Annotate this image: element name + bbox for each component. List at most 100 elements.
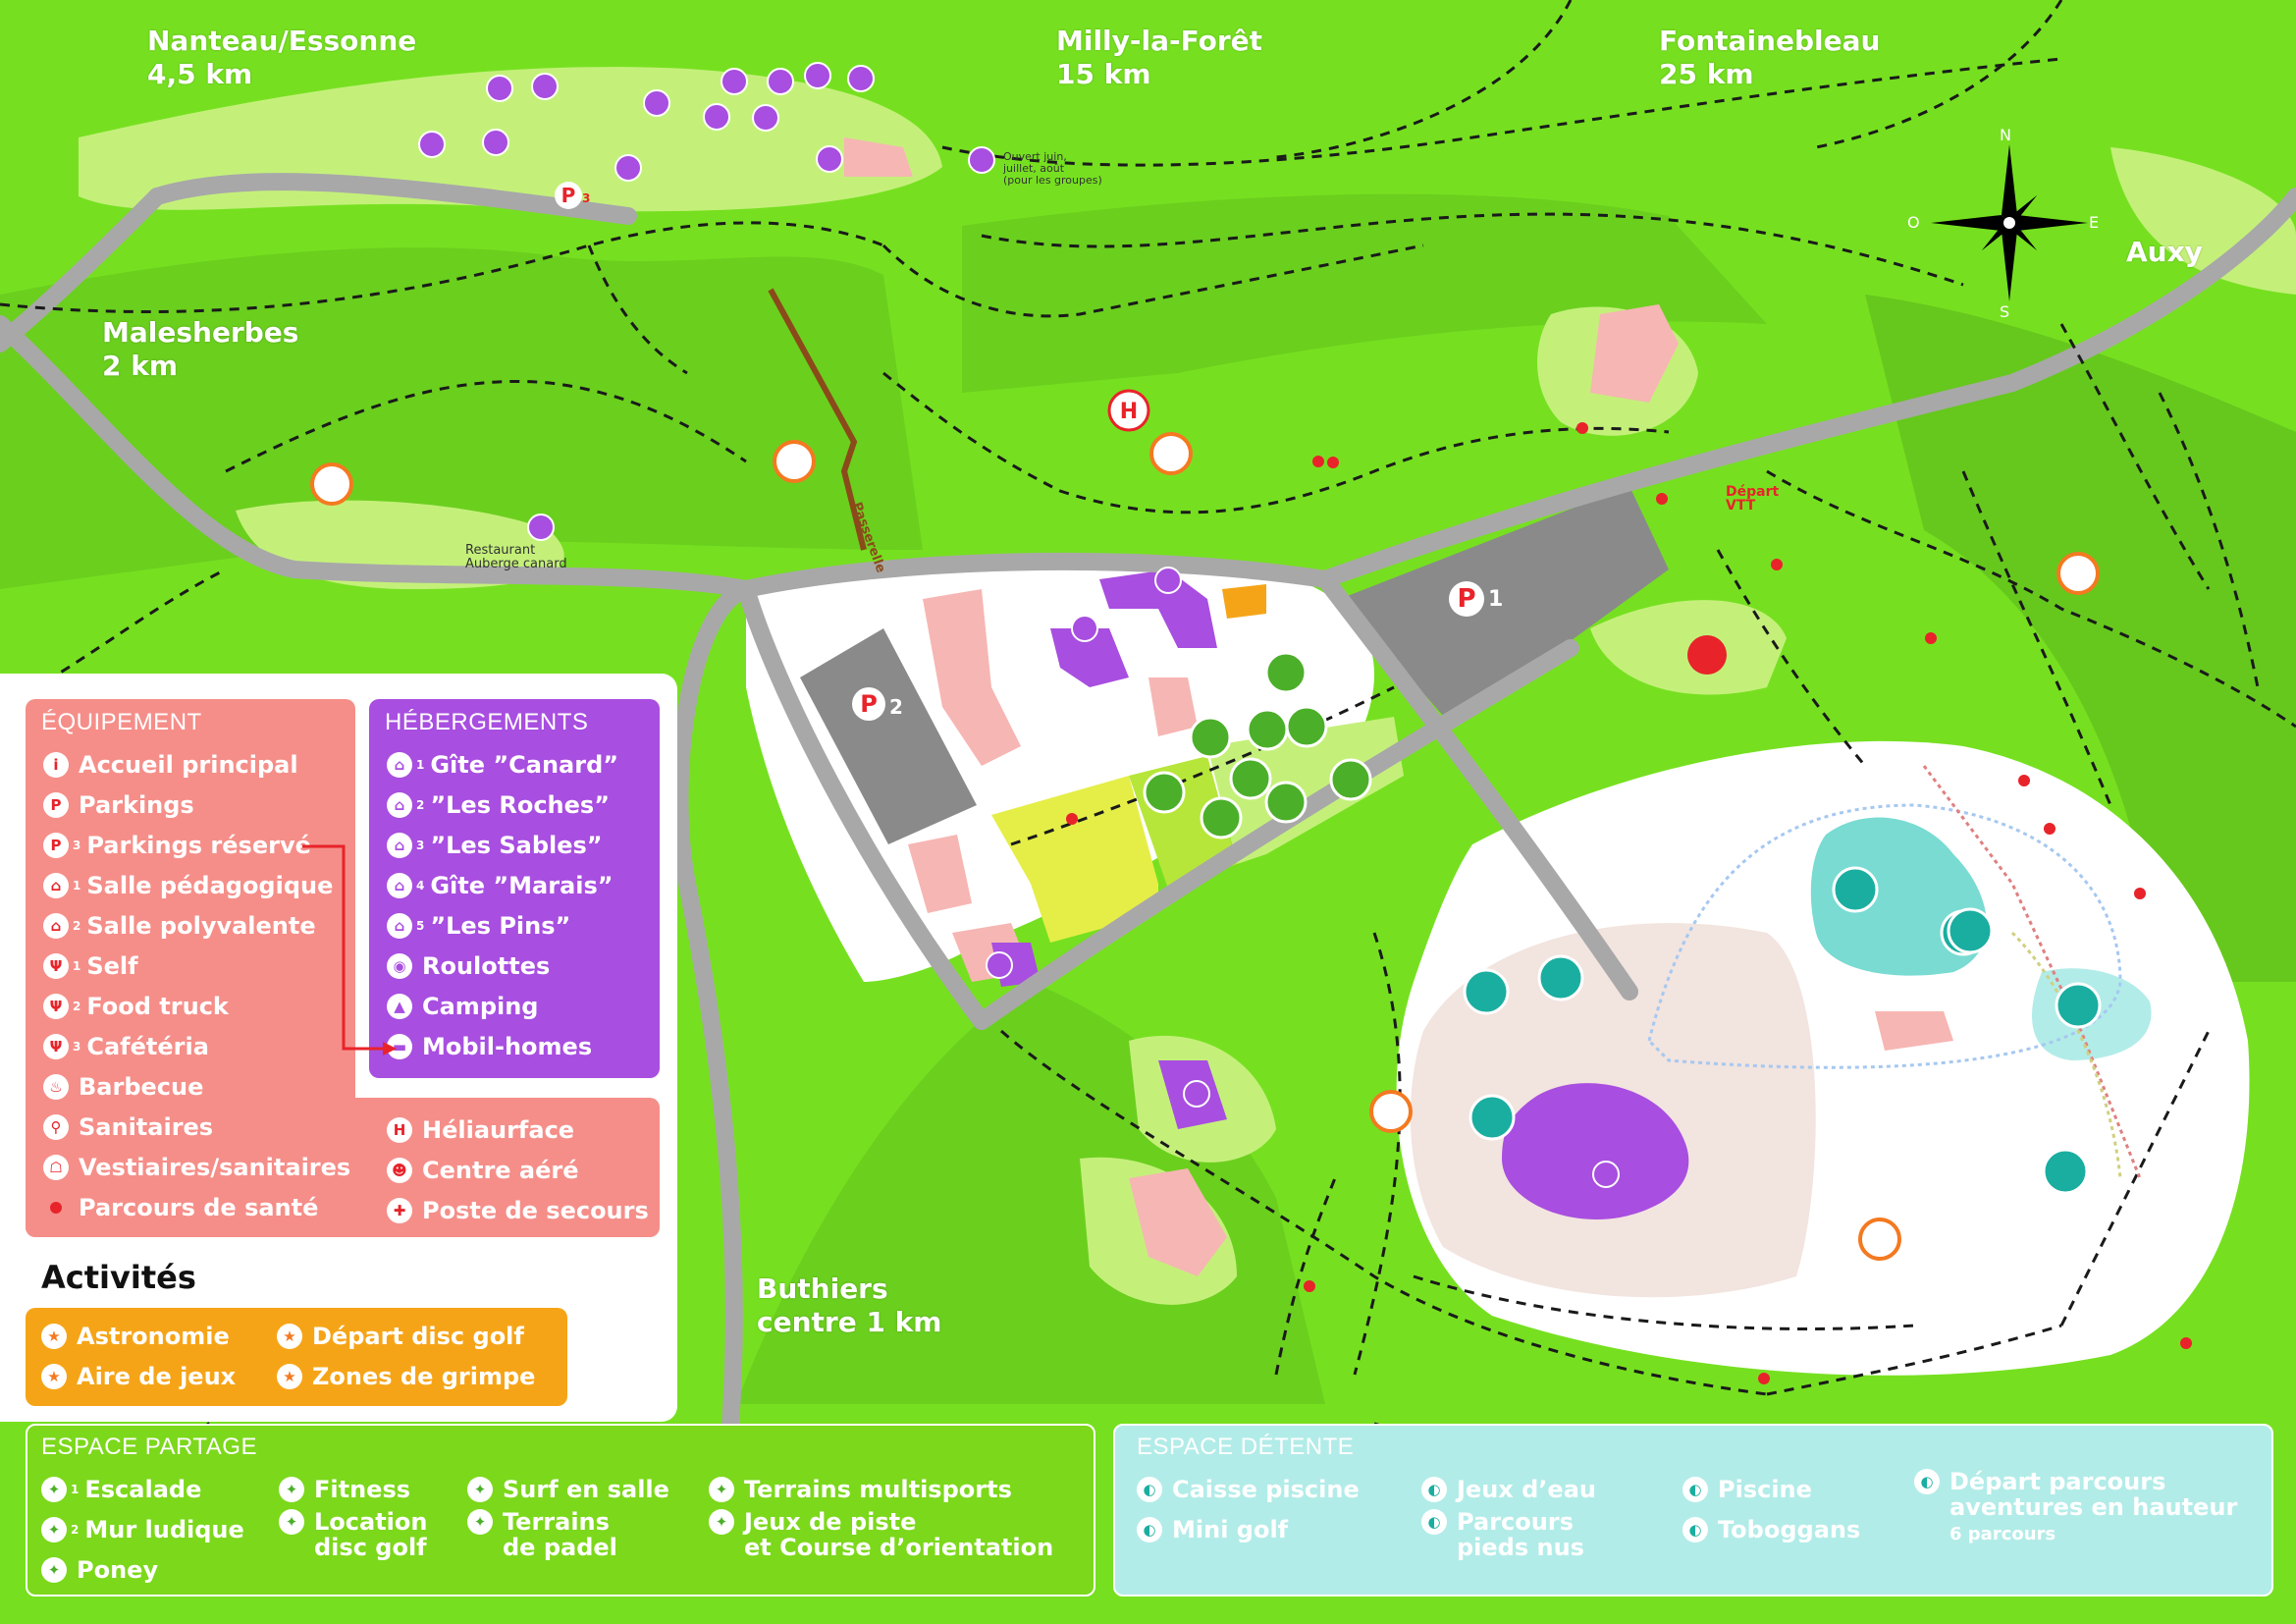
- legend-item: ⌂2”Les Roches”: [387, 785, 652, 825]
- legend-item: ⌂3”Les Sables”: [387, 825, 652, 865]
- legend-item-label: Mobil-homes: [422, 1032, 593, 1060]
- hall-icon: ⌂: [43, 912, 69, 939]
- legend-item-index: 2: [71, 1522, 80, 1537]
- water-games-icon: ◐: [1421, 1476, 1447, 1502]
- legend-item: H Héliaurface: [387, 1110, 652, 1150]
- equipement-title: ÉQUIPEMENT: [41, 709, 202, 735]
- legend-item-label: Mini golf: [1172, 1515, 1289, 1543]
- legend-item-index: 1: [71, 1482, 80, 1496]
- compass-o: O: [1907, 213, 1920, 232]
- first-aid-icon: ✚: [387, 1197, 412, 1223]
- legend-item: ☻Centre aéré: [387, 1150, 652, 1190]
- legend-item-label: Parkings: [79, 790, 194, 819]
- legend-item-label: Héliaurface: [422, 1115, 575, 1144]
- pool-icon: ◐: [1682, 1476, 1708, 1502]
- legend-item-label: Terrains multisports: [744, 1475, 1012, 1503]
- legend-item-label: Centre aéré: [422, 1156, 579, 1184]
- legend-item: ◐Piscine: [1682, 1469, 1860, 1509]
- legend-item-index: 4: [416, 878, 425, 893]
- legend-item-label: Sanitaires: [79, 1112, 214, 1141]
- legend-item-index: 2: [73, 918, 81, 933]
- reserved-parking-arrow: [302, 844, 397, 1056]
- legend-item-label: Camping: [422, 992, 539, 1020]
- legend-item: ✦Surf en salle: [467, 1469, 669, 1509]
- legend-item: ⌂ 1 Salle pédagogique: [43, 865, 357, 905]
- legend-item-label: Location disc golf: [314, 1508, 428, 1561]
- legend-item-label: Zones de grimpe: [312, 1362, 536, 1390]
- legend-item: ✦Jeux de piste et Course d’orientation: [709, 1509, 1053, 1560]
- cutlery-icon: Ψ: [43, 1033, 69, 1059]
- legend-item-index: 1: [416, 757, 425, 772]
- activites-title: Activités: [41, 1259, 196, 1296]
- legend-item: ✚ Poste de secours: [387, 1190, 652, 1230]
- legend-item: ✦ Location disc golf: [279, 1509, 427, 1560]
- legend-item: ⌂ 1 Gîte ”Canard”: [387, 744, 652, 785]
- legend-item-label: Caisse piscine: [1172, 1475, 1360, 1503]
- gite-icon: ⌂: [387, 832, 412, 858]
- espace-detente-column: ◐Jeux d’eau◐Parcours pieds nus: [1421, 1469, 1596, 1564]
- legend-item-index: 5: [416, 918, 425, 933]
- gite-icon: ⌂: [387, 751, 412, 778]
- telescope-icon: ★: [41, 1323, 67, 1349]
- legend-item: ★Départ disc golf: [277, 1316, 552, 1356]
- legend-item-label: Accueil principal: [79, 750, 298, 779]
- legend-item-label: Barbecue: [79, 1072, 204, 1101]
- compass-s: S: [2000, 302, 2010, 321]
- legend-item: ◐Parcours pieds nus: [1421, 1509, 1596, 1560]
- legend-item-label: Gîte ”Canard”: [430, 750, 619, 779]
- cashier-icon: ◐: [1137, 1476, 1162, 1502]
- playground-icon: ★: [41, 1363, 67, 1389]
- legend-item: ◐Mini golf: [1137, 1509, 1360, 1549]
- legend-item-label: Vestiaires/sanitaires: [79, 1153, 351, 1181]
- depart-vtt-label[interactable]: Départ VTT: [1726, 484, 1780, 514]
- barbecue-icon: ♨: [43, 1073, 69, 1100]
- legend-item: ★ Astronomie: [41, 1316, 277, 1356]
- legend-item-label: Toboggans: [1718, 1515, 1861, 1543]
- disc-golf-icon: ✦: [279, 1509, 304, 1535]
- legend-item: ★Aire de jeux: [41, 1356, 277, 1396]
- legend-item: ☖ Vestiaires/sanitaires: [43, 1147, 357, 1187]
- legend-item-label: Fitness: [314, 1475, 411, 1503]
- legend-item-index: 1: [73, 958, 81, 973]
- cutlery-icon: Ψ: [43, 993, 69, 1019]
- legend-item-label: Poney: [77, 1555, 159, 1584]
- direction-buthiers: Buthiers centre 1 km: [757, 1272, 942, 1338]
- legend-item-label: Roulottes: [422, 951, 551, 980]
- equipement-extra-list: H Héliaurface ☻Centre aéré ✚ Poste de secour…: [387, 1110, 652, 1230]
- climbing-icon: ✦: [41, 1516, 67, 1543]
- treetop-icon: ◐: [1914, 1469, 1940, 1494]
- locker-icon: ☖: [43, 1154, 69, 1180]
- espace-detente-column: ◐Piscine◐ Toboggans: [1682, 1469, 1860, 1549]
- legend-item-label: Parkings réservé: [86, 831, 311, 859]
- hebergements-title: HÉBERGEMENTS: [385, 709, 589, 735]
- parking-icon: P: [43, 791, 69, 818]
- classroom-icon: ⌂: [43, 872, 69, 898]
- restaurant-label: Restaurant Auberge canard: [465, 543, 567, 571]
- compass-e: E: [2089, 213, 2100, 232]
- legend-item-label: Poste de secours: [422, 1196, 649, 1224]
- helipad-icon: H: [387, 1116, 412, 1143]
- legend-item: ◐ Caisse piscine: [1137, 1469, 1360, 1509]
- legend-item-index: 1: [73, 878, 81, 893]
- legend-item-label: ”Les Sables”: [430, 831, 603, 859]
- legend-item-label: Salle pédagogique: [86, 871, 334, 899]
- cutlery-icon: Ψ: [43, 952, 69, 979]
- legend-espace-detente: [1113, 1424, 2273, 1597]
- toilet-icon: ⚲: [43, 1113, 69, 1140]
- gite-icon: ⌂: [387, 872, 412, 898]
- hebergements-list: ⌂ 1 Gîte ”Canard” ⌂2”Les Roches”⌂3”Les Sabl…: [387, 744, 652, 1066]
- legend-item-label: Food truck: [86, 992, 229, 1020]
- legend-item-label: Astronomie: [77, 1322, 230, 1350]
- camping-note: Ouvert juin, juillet, août (pour les gro…: [1003, 150, 1102, 187]
- compass-n: N: [2000, 126, 2011, 144]
